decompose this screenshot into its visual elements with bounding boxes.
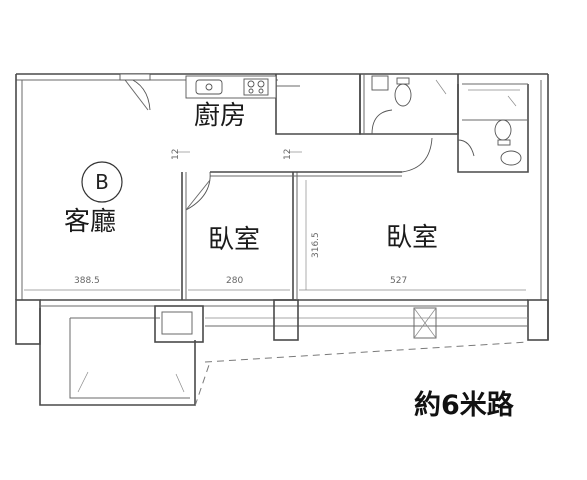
interior-walls bbox=[181, 74, 529, 300]
toilet-icon bbox=[494, 119, 512, 141]
road-note: 約6米路 bbox=[414, 389, 515, 421]
outer-walls bbox=[15, 73, 549, 345]
unit-badge-circle bbox=[81, 161, 123, 203]
shaft bbox=[413, 307, 437, 339]
unit-badge: B bbox=[81, 161, 123, 203]
dim-wall-right: 12 bbox=[283, 149, 293, 160]
room-label-bedroom-2: 臥室 bbox=[386, 223, 438, 253]
dim-bedroom-2-width: 527 bbox=[390, 276, 407, 286]
sink-icon bbox=[371, 75, 389, 91]
room-label-living: 客廳 bbox=[64, 207, 116, 237]
kitchen-counter bbox=[185, 75, 277, 99]
unit-badge-label: B bbox=[95, 170, 109, 194]
room-label-kitchen: 廚房 bbox=[194, 101, 246, 131]
balcony bbox=[39, 305, 529, 407]
bathroom-fixtures bbox=[371, 75, 522, 166]
room-label-bedroom-1: 臥室 bbox=[208, 225, 260, 255]
dim-depth: 316.5 bbox=[311, 232, 321, 258]
toilet-icon bbox=[394, 83, 412, 107]
column bbox=[273, 299, 299, 341]
sink-icon bbox=[500, 150, 522, 166]
dimension-lines bbox=[24, 151, 526, 291]
dim-wall-left: 12 bbox=[171, 149, 181, 160]
stove-icon bbox=[243, 78, 269, 96]
doors bbox=[119, 73, 475, 211]
dim-living-width: 388.5 bbox=[74, 276, 100, 286]
dim-bedroom-1-width: 280 bbox=[226, 276, 243, 286]
